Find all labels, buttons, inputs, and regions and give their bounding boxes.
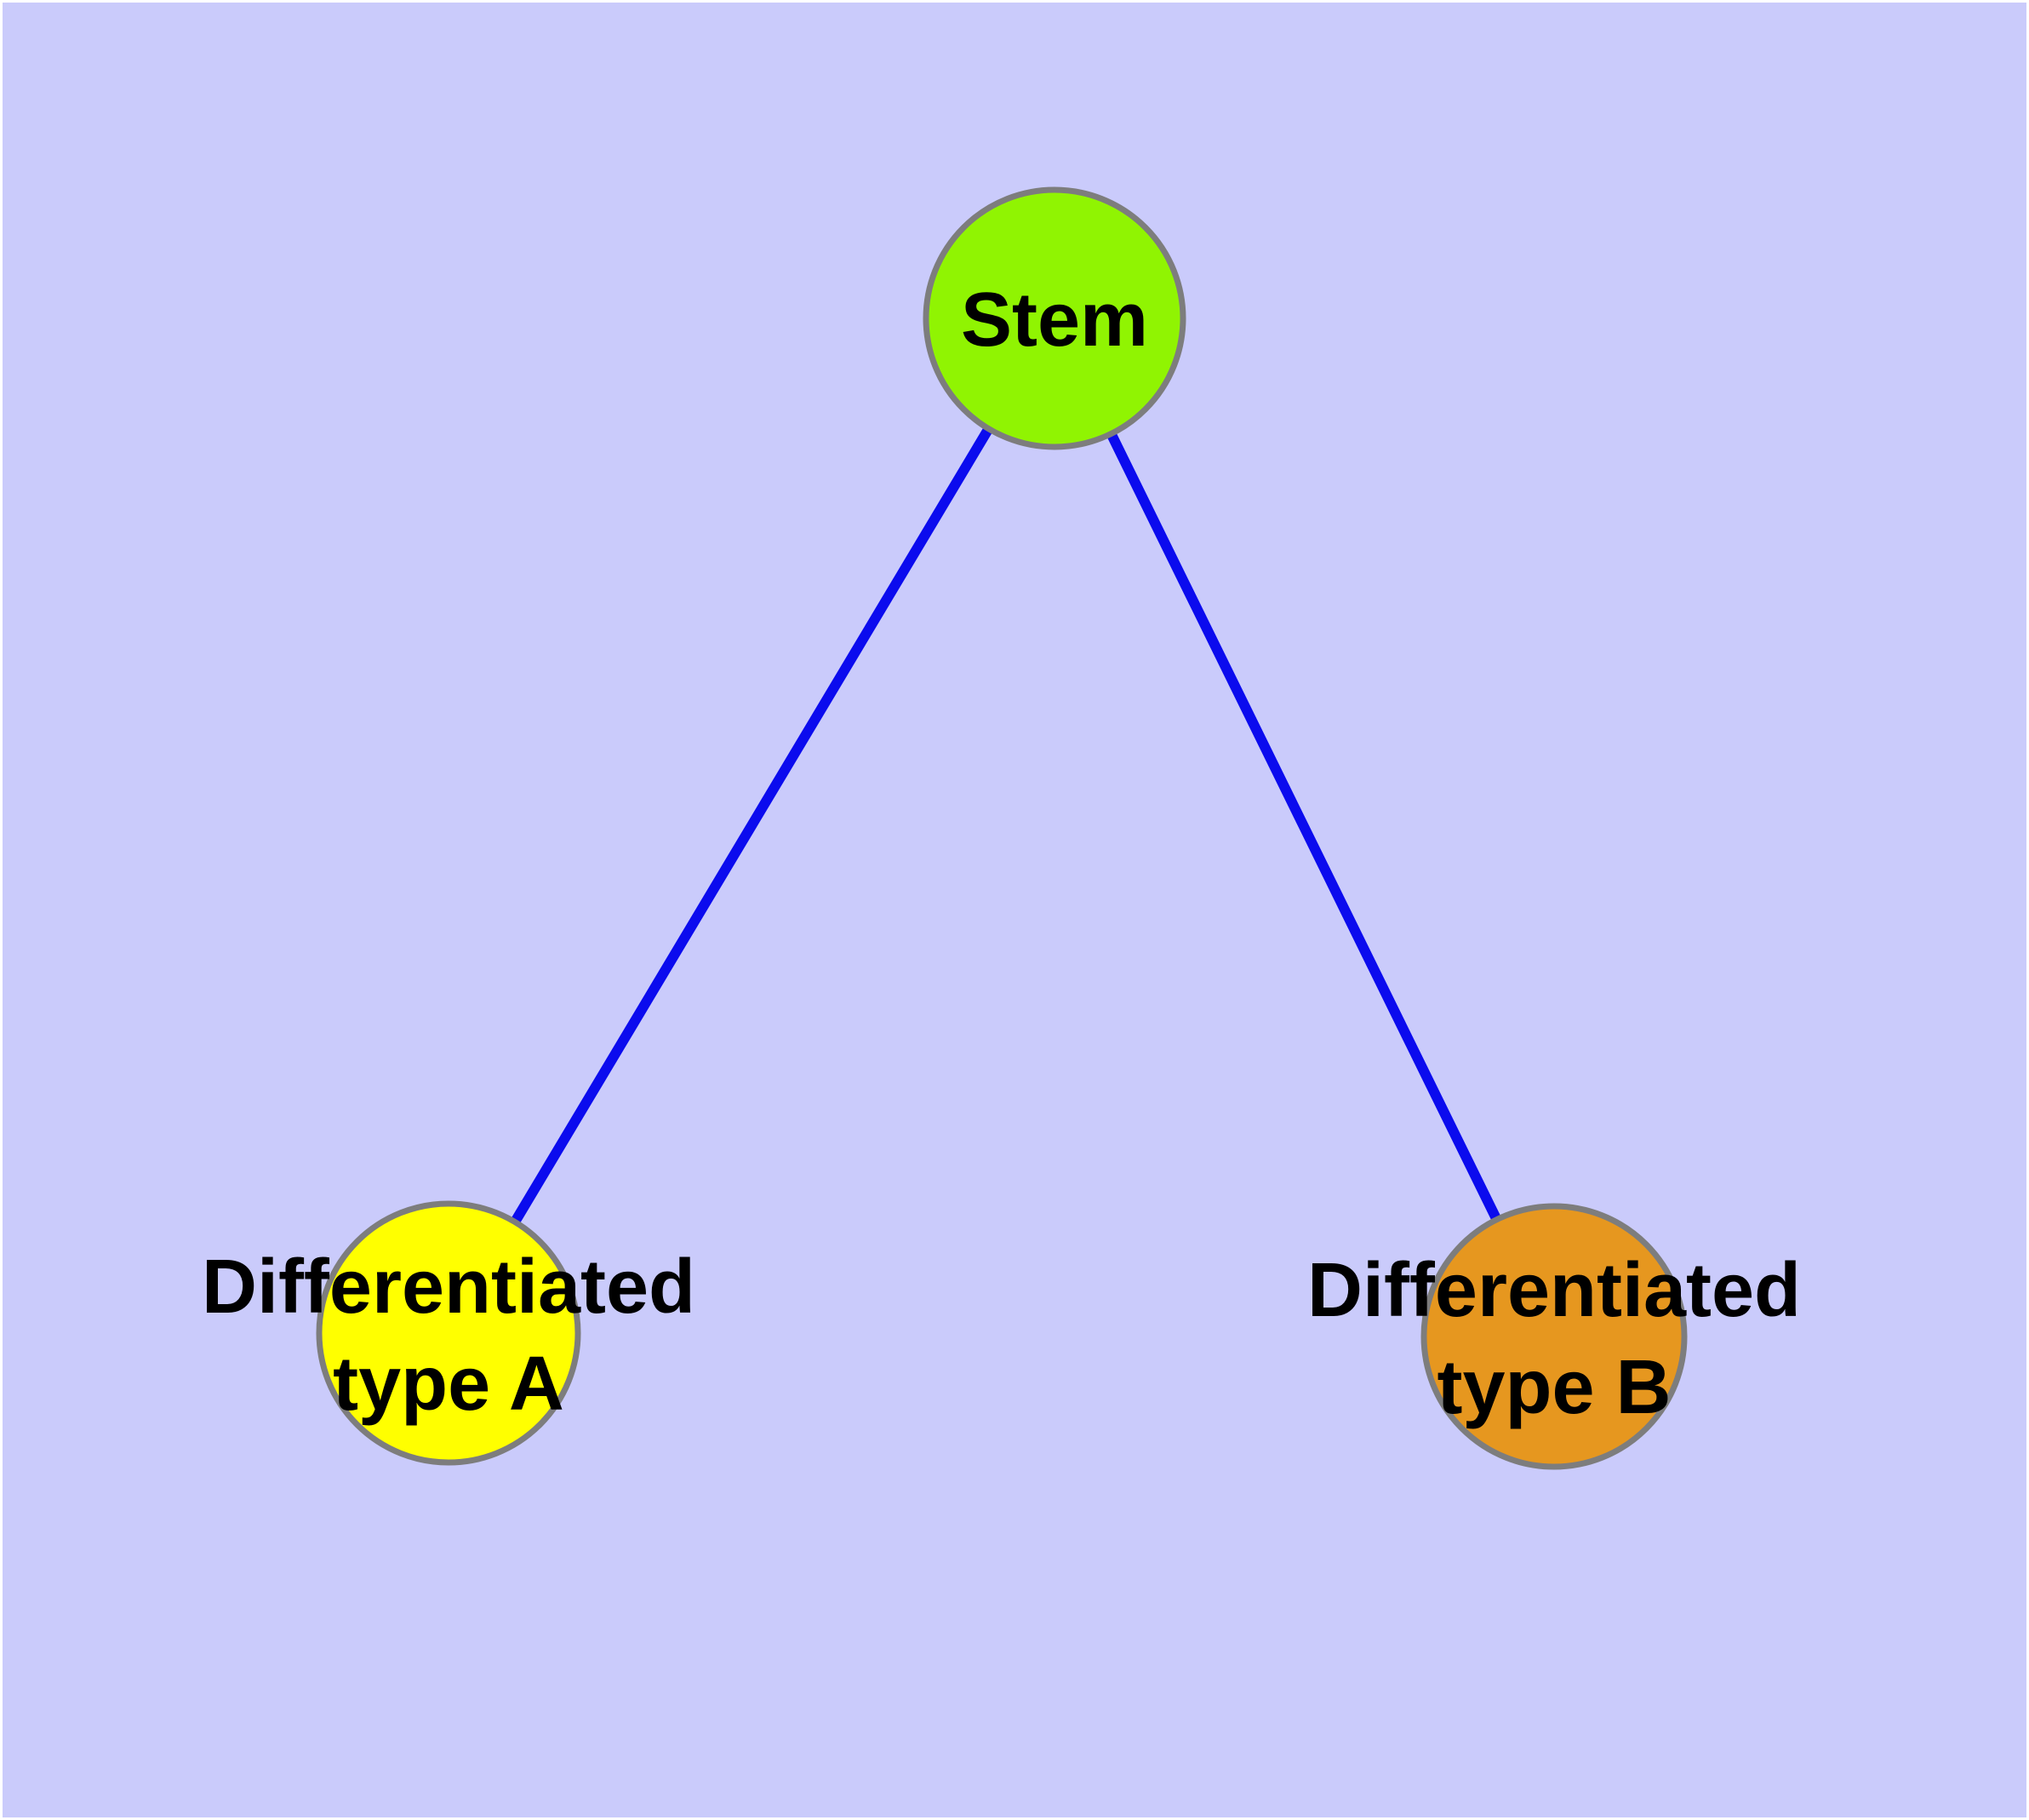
node-type-a-label-line2: type A xyxy=(333,1342,564,1427)
node-type-a-label-line1: Differentiated xyxy=(202,1245,695,1330)
node-type-b-label-line1: Differentiated xyxy=(1307,1248,1801,1333)
edge-stem-to-type-b xyxy=(1049,316,1559,1339)
edge-stem-to-type-a xyxy=(443,315,1060,1336)
node-type-b-circle xyxy=(1420,1203,1688,1470)
node-type-b-label-line2: type B xyxy=(1437,1345,1671,1430)
node-stem-label: Stem xyxy=(961,278,1148,363)
node-type-a-circle xyxy=(316,1200,581,1466)
node-stem-circle xyxy=(923,186,1186,450)
